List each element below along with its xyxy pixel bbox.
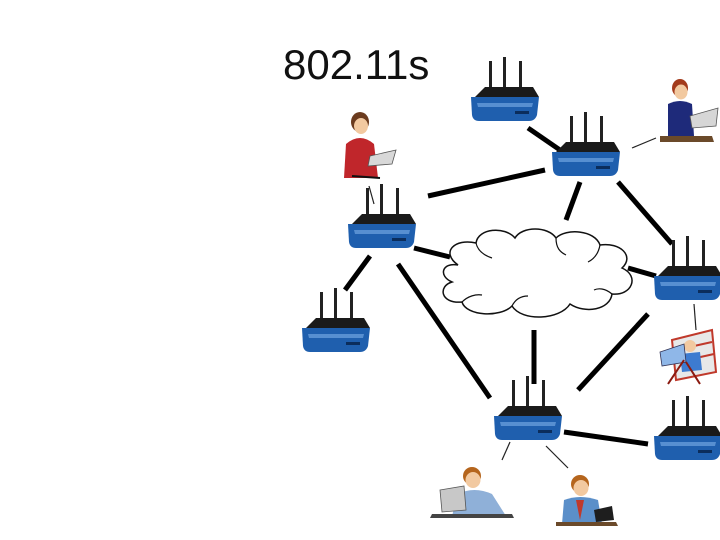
link-left-to-top-center (427, 167, 546, 199)
wireless-router-icon (654, 236, 720, 300)
man-desk-laptop-icon (660, 79, 719, 142)
client-links (368, 137, 697, 469)
wireless-router-icon (471, 57, 539, 121)
man-desk-icon (556, 475, 618, 526)
beach-chair-laptop-icon (659, 328, 718, 385)
link-left-to-bottom (395, 262, 493, 400)
link-right-to-cloud (627, 265, 657, 279)
wireless-router-icon (348, 184, 416, 248)
wireless-router-icon (494, 376, 562, 440)
mesh-links (342, 125, 674, 447)
link-top-center-to-right (616, 180, 674, 246)
wireless-router-icon (654, 396, 720, 460)
wireless-router-icon (552, 112, 620, 176)
man-laptop-icon (430, 467, 514, 518)
woman-laptop-icon (344, 112, 397, 179)
link-top-center-to-cloud (563, 181, 583, 221)
link-bottom-to-bottom-right (563, 429, 649, 447)
link-top-center-to-top (526, 125, 562, 153)
link-left-to-lower-left (342, 254, 373, 292)
slide-title: 802.11s (283, 41, 430, 88)
cloud-icon (442, 228, 633, 318)
link-left-to-cloud (413, 245, 451, 260)
link-right-to-bottom-center (576, 312, 650, 392)
wireless-router-icon (302, 288, 370, 352)
